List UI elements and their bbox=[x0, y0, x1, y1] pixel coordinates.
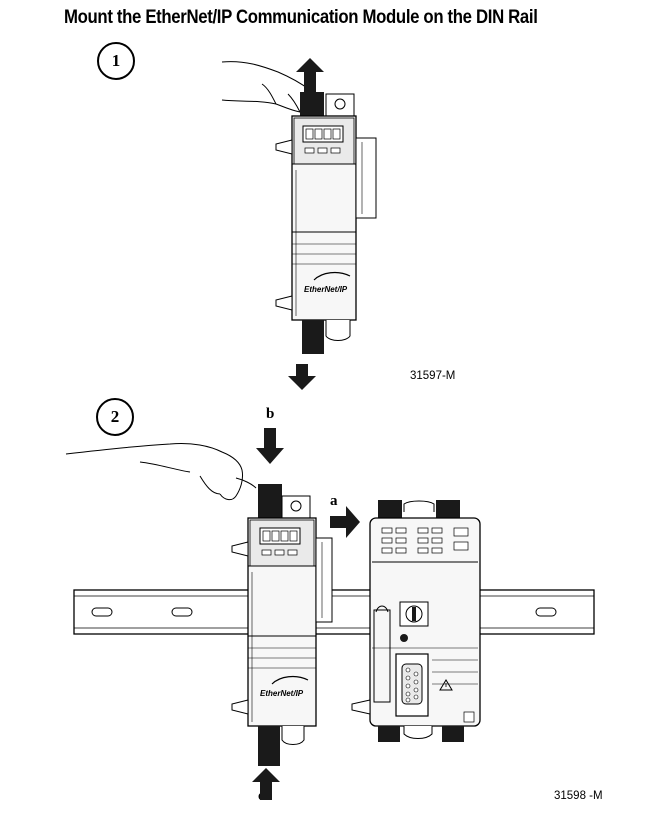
step-1-badge: 1 bbox=[97, 42, 135, 80]
arrow-up-icon bbox=[252, 768, 280, 800]
callout-a: a bbox=[330, 493, 338, 509]
figure-id-2: 31598 -M bbox=[554, 790, 603, 802]
arrow-down-icon bbox=[256, 428, 284, 464]
hand-icon bbox=[65, 443, 257, 501]
page-title: Mount the EtherNet/IP Communication Modu… bbox=[64, 6, 538, 28]
arrow-down-icon bbox=[288, 364, 316, 390]
adapter-module-front bbox=[351, 500, 481, 742]
module-brand-2: EtherNet/IP bbox=[260, 689, 304, 698]
arrow-right-icon bbox=[330, 506, 360, 538]
warning-icon bbox=[439, 679, 453, 691]
ethernet-module-1: EtherNet/IP bbox=[275, 115, 377, 354]
ethernet-module-2: EtherNet/IP bbox=[231, 484, 333, 766]
arrow-up-icon bbox=[296, 58, 324, 92]
step-2-badge: 2 bbox=[96, 398, 134, 436]
figure-id-1: 31597-M bbox=[410, 370, 456, 382]
din-rail bbox=[73, 589, 595, 635]
callout-b: b bbox=[266, 406, 275, 422]
module-brand-1: EtherNet/IP bbox=[304, 285, 348, 294]
